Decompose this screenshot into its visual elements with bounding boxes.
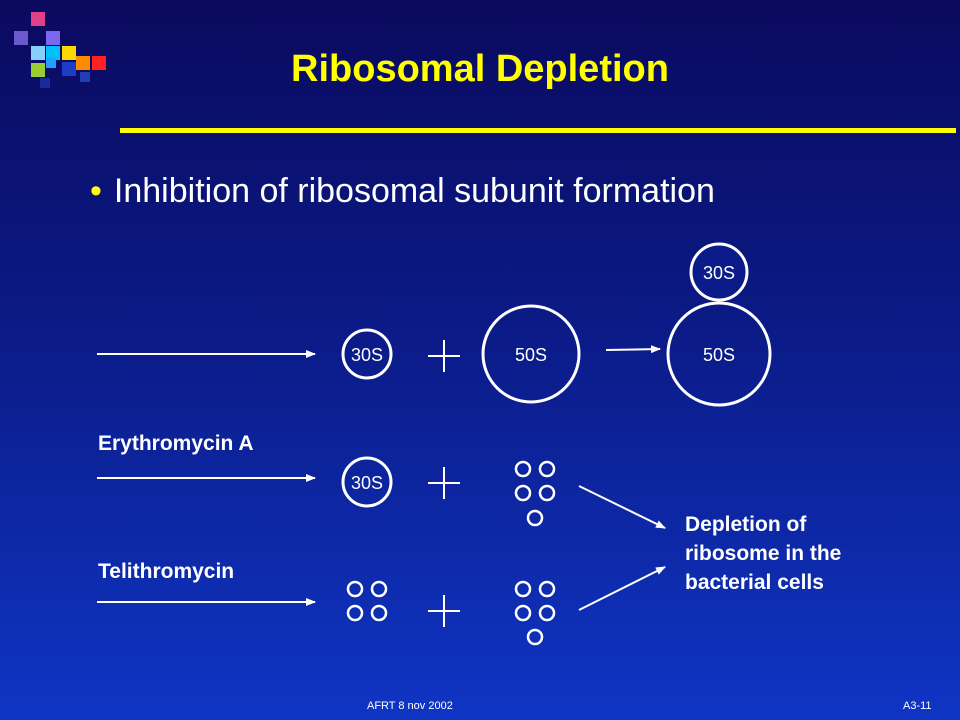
outcome-line-1: Depletion of: [685, 513, 807, 536]
erythro-30s-circle: [341, 456, 393, 508]
slide-title: Ribosomal Depletion: [291, 48, 669, 90]
assembled-50s-circle: [666, 301, 772, 407]
subunit-30s-label: 30S: [351, 345, 383, 365]
plus-sign-1: [428, 340, 460, 372]
depletion-outcome-text: Depletion of ribosome in the bacterial c…: [685, 510, 841, 597]
decorative-squares-logo: [0, 0, 120, 100]
arrow-to-depletion-1: [578, 485, 666, 529]
erythro-30s-label: 30S: [351, 473, 383, 493]
outcome-line-2: ribosome in the: [685, 542, 842, 565]
subunit-30s-circle: [341, 328, 393, 380]
assembled-30s-circle: [689, 242, 749, 302]
title-underline: [120, 128, 956, 133]
bullet-dot-icon: •: [90, 172, 102, 210]
arrow-assembly: [605, 345, 661, 354]
plus-sign-2: [428, 467, 460, 499]
fragment-cluster-telithro-small: [346, 580, 388, 622]
label-telithromycin: Telithromycin: [98, 560, 235, 583]
fragment-cluster-erythro: [514, 460, 556, 527]
assembled-30s-label: 30S: [703, 263, 735, 283]
subunit-50s-circle: [481, 304, 581, 404]
footer-date: AFRT 8 nov 2002: [367, 700, 453, 712]
fragment-cluster-telithro-large: [514, 580, 556, 646]
subunit-50s-label: 50S: [515, 345, 547, 365]
plus-sign-3: [428, 595, 460, 627]
footer-slide-number: A3-11: [903, 700, 932, 712]
outcome-line-3: bacterial cells: [685, 571, 824, 594]
bullet-point: • Inhibition of ribosomal subunit formati…: [90, 172, 715, 211]
bullet-text: Inhibition of ribosomal subunit formatio…: [113, 172, 715, 210]
assembled-50s-label: 50S: [703, 345, 735, 365]
arrow-to-depletion-2: [578, 566, 666, 611]
label-erythromycin: Erythromycin A: [98, 432, 254, 455]
